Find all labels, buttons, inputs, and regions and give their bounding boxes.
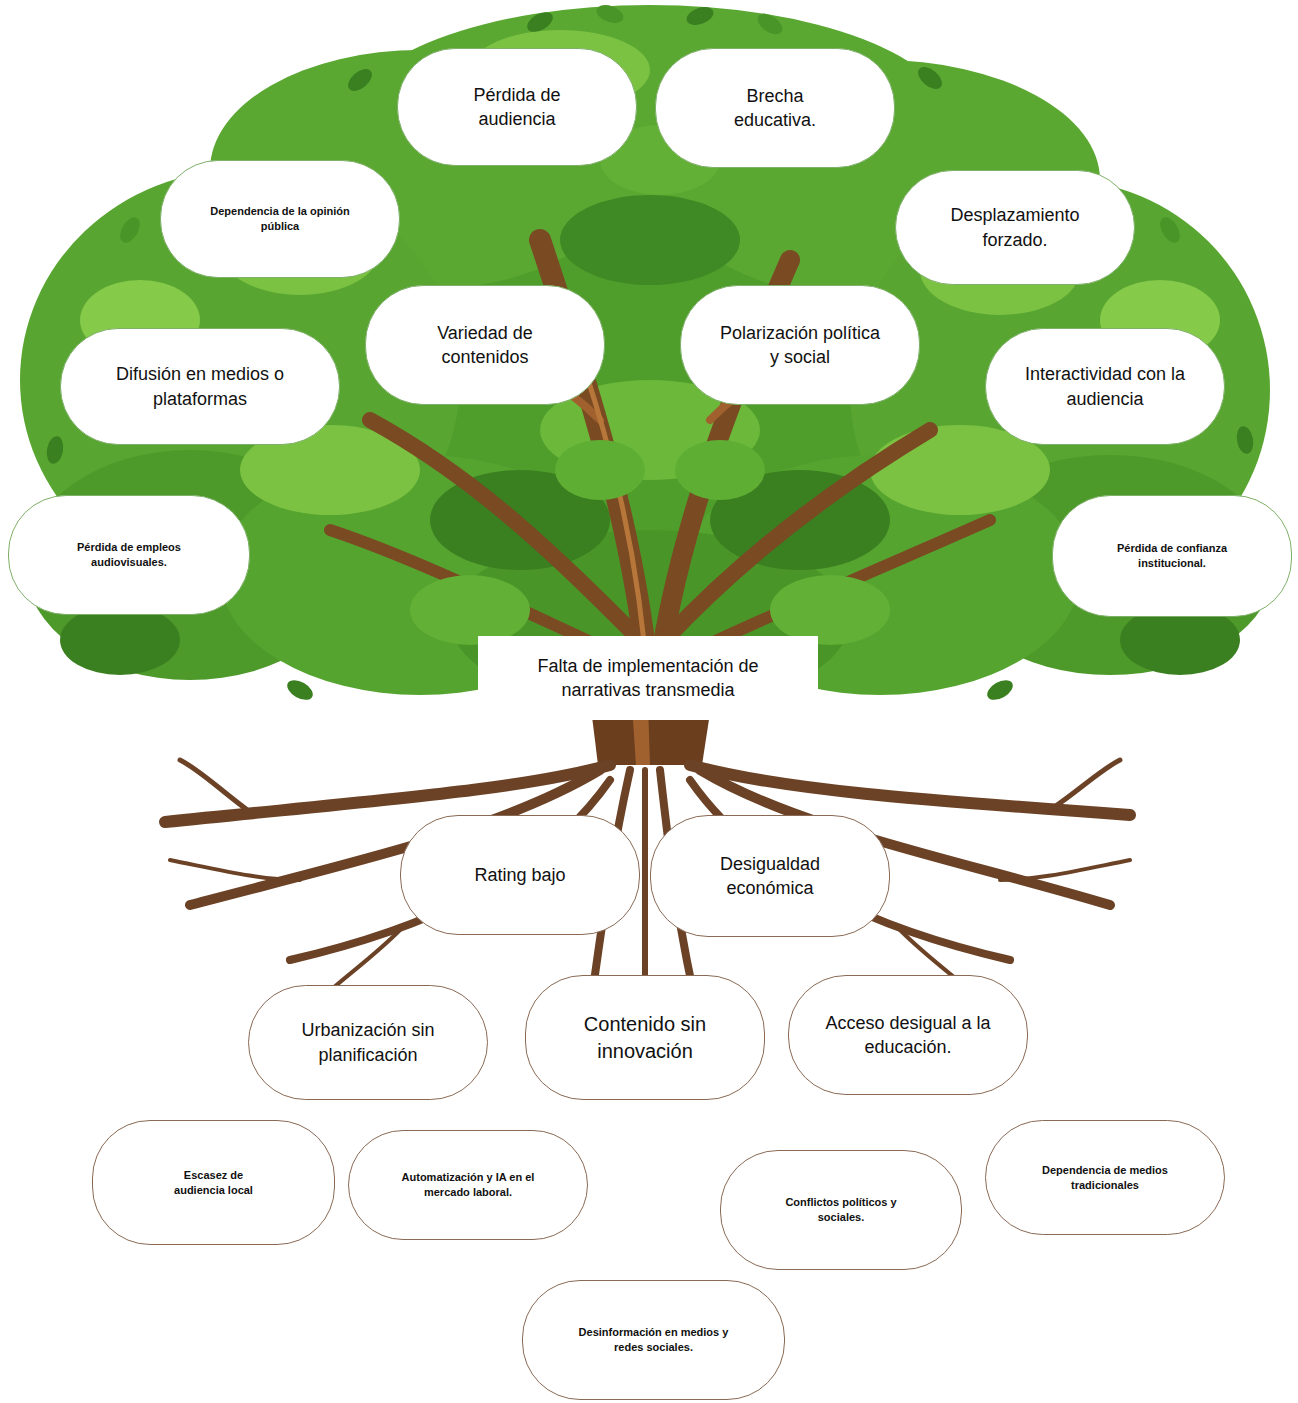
node-text: Brecha educativa. — [710, 84, 840, 133]
node-text: Variedad de contenidos — [415, 321, 555, 370]
effect-box: Pérdida de empleos audiovisuales. — [8, 495, 250, 615]
node-text: Falta de implementación de narrativas tr… — [500, 654, 796, 703]
node-text: Dependencia de la opinión pública — [205, 204, 355, 234]
node-text: Rating bajo — [474, 863, 565, 887]
node-text: Interactividad con la audiencia — [1015, 362, 1195, 411]
cause-box: Acceso desigual a la educación. — [788, 975, 1028, 1095]
node-text: Pérdida de audiencia — [447, 83, 587, 132]
node-text: Urbanización sin planificación — [283, 1018, 453, 1067]
node-text: Desplazamiento forzado. — [935, 203, 1095, 252]
effect-box: Polarización política y social — [680, 285, 920, 405]
branches — [330, 240, 990, 700]
cause-box: Contenido sin innovación — [525, 975, 765, 1100]
cause-box: Conflictos políticos y sociales. — [720, 1150, 962, 1270]
node-text: Desigualdad económica — [705, 852, 835, 901]
node-text: Difusión en medios o plataformas — [90, 362, 310, 411]
node-text: Dependencia de medios tradicionales — [1035, 1163, 1175, 1193]
node-text: Pérdida de empleos audiovisuales. — [54, 540, 204, 570]
cause-box: Rating bajo — [400, 815, 640, 935]
node-text: Automatización y IA en el mercado labora… — [383, 1170, 553, 1200]
cause-box: Dependencia de medios tradicionales — [985, 1120, 1225, 1235]
cause-box: Automatización y IA en el mercado labora… — [348, 1130, 588, 1240]
cause-box: Desinformación en medios y redes sociale… — [522, 1280, 785, 1400]
effect-box: Difusión en medios o plataformas — [60, 328, 340, 445]
node-text: Pérdida de confianza institucional. — [1102, 541, 1242, 571]
effect-box: Brecha educativa. — [655, 48, 895, 168]
node-text: Escasez de audiencia local — [159, 1168, 269, 1198]
effect-box: Pérdida de confianza institucional. — [1052, 495, 1292, 617]
cause-box: Escasez de audiencia local — [92, 1120, 335, 1245]
effect-box: Dependencia de la opinión pública — [160, 160, 400, 278]
effect-box: Interactividad con la audiencia — [985, 328, 1225, 445]
node-text: Acceso desigual a la educación. — [818, 1011, 998, 1060]
effect-box: Pérdida de audiencia — [397, 48, 637, 166]
node-text: Conflictos políticos y sociales. — [771, 1195, 911, 1225]
node-text: Desinformación en medios y redes sociale… — [569, 1325, 739, 1355]
problem-box: Falta de implementación de narrativas tr… — [478, 636, 818, 720]
cause-box: Desigualdad económica — [650, 815, 890, 937]
effect-box: Desplazamiento forzado. — [895, 170, 1135, 285]
effect-box: Variedad de contenidos — [365, 285, 605, 405]
cause-box: Urbanización sin planificación — [248, 985, 488, 1100]
node-text: Polarización política y social — [715, 321, 885, 370]
node-text: Contenido sin innovación — [560, 1011, 730, 1065]
